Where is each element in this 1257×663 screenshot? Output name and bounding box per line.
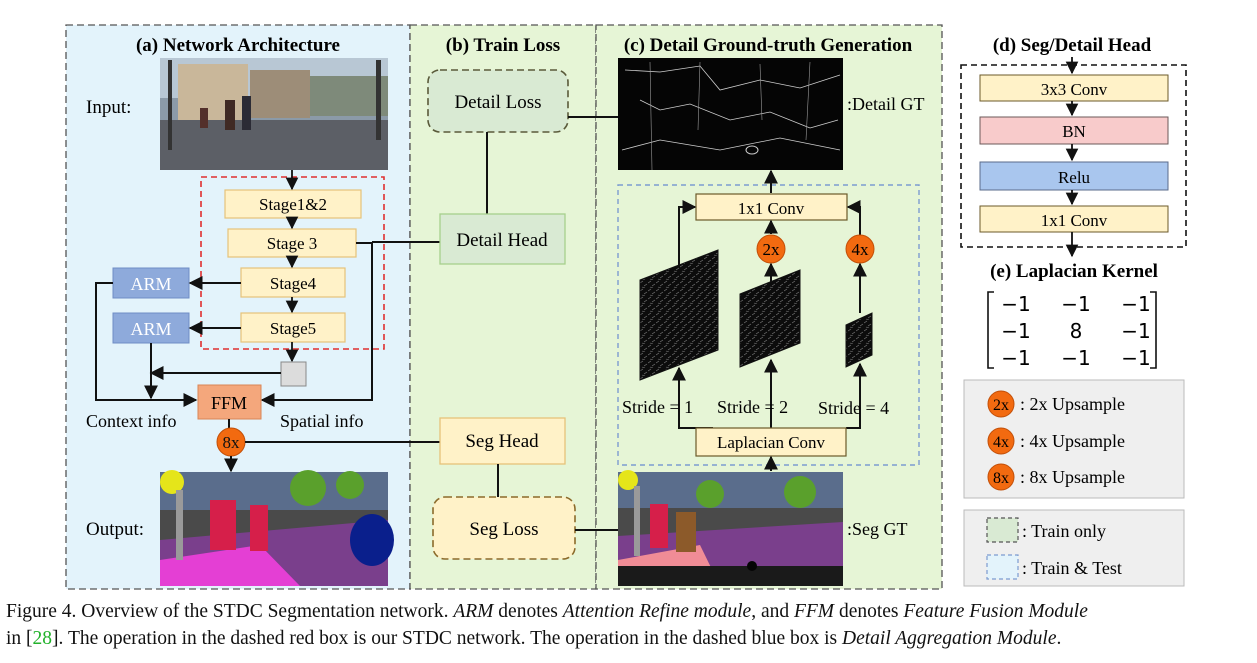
caption-line-2: in [28]. The operation in the dashed red… (6, 628, 1062, 649)
feature-map-stride-4 (845, 312, 873, 368)
upsample-4x-label: 4x (852, 240, 870, 259)
arm-label-1: ARM (130, 274, 171, 294)
seg-gt-label: :Seg GT (847, 519, 908, 539)
kernel-cell: 8 (1070, 319, 1083, 343)
detail-head-label: Detail Head (456, 230, 548, 251)
output-segmentation-image (160, 470, 394, 586)
detail-loss-label: Detail Loss (454, 92, 541, 113)
upsample-8x-label: 8x (223, 433, 241, 452)
head-conv3x3-label: 3x3 Conv (1041, 80, 1108, 99)
panel-e-title: (e) Laplacian Kernel (990, 261, 1158, 282)
legend-2x-badge (987, 390, 1015, 418)
head-conv1x1-box (979, 205, 1169, 233)
train-test-text: : Train & Test (1022, 558, 1122, 578)
kernel-cell: −1 (1001, 292, 1030, 316)
stage-5-label: Stage5 (270, 319, 316, 338)
stage-4-box (240, 267, 346, 298)
stage-4-label: Stage4 (270, 274, 317, 293)
kernel-cell: −1 (1001, 319, 1030, 343)
seg-head-label: Seg Head (465, 431, 539, 452)
laplacian-conv-label: Laplacian Conv (717, 433, 826, 452)
citation-link[interactable]: 28 (32, 628, 53, 649)
kernel-cell: −1 (1121, 346, 1150, 370)
legend-4x-badge-label: 4x (993, 434, 1009, 451)
input-label: Input: (86, 97, 131, 118)
caption-line-1: Figure 4. Overview of the STDC Segmentat… (6, 601, 1088, 622)
stage-3-label: Stage 3 (267, 234, 318, 253)
figure-caption: Figure 4. Overview of the STDC Segmentat… (6, 598, 1256, 652)
seg-loss-box (432, 496, 576, 560)
feature-map-stride-1 (639, 249, 719, 381)
seg-gt-image (618, 470, 843, 586)
arm-label-2: ARM (130, 319, 171, 339)
ffm-box (197, 384, 262, 420)
train-only-swatch (986, 517, 1019, 543)
head-bn-box (979, 116, 1169, 145)
laplacian-kernel-matrix: −1 −1 −1 −1 8 −1 −1 −1 −1 (987, 291, 1157, 370)
kernel-cell: −1 (1061, 346, 1090, 370)
output-label: Output: (86, 519, 144, 540)
kernel-cell: −1 (1121, 292, 1150, 316)
kernel-cell: −1 (1061, 292, 1090, 316)
seg-head-box (439, 417, 566, 465)
seg-loss-label: Seg Loss (469, 519, 538, 540)
detail-head-box (439, 213, 566, 265)
legend-2x-text: : 2x Upsample (1020, 394, 1125, 414)
stride-1-label: Stride = 1 (622, 397, 693, 417)
legend-4x-badge (987, 427, 1015, 455)
conv1x1-label: 1x1 Conv (738, 199, 805, 218)
head-relu-label: Relu (1058, 168, 1091, 187)
feature-map-stride-2 (739, 269, 801, 368)
context-info-label: Context info (86, 411, 177, 431)
detail-gt-image (618, 58, 843, 171)
global-pool-box (280, 361, 307, 387)
ffm-label: FFM (211, 393, 247, 413)
spatial-info-label: Spatial info (280, 411, 364, 431)
stage-1-2-label: Stage1&2 (259, 195, 327, 214)
kernel-cell: −1 (1121, 319, 1150, 343)
panel-d-title: (d) Seg/Detail Head (993, 35, 1152, 56)
stride-2-label: Stride = 2 (717, 397, 788, 417)
head-conv1x1-label: 1x1 Conv (1041, 211, 1108, 230)
legend-4x-text: : 4x Upsample (1020, 431, 1125, 451)
stage-5-box (240, 312, 346, 343)
upsample-2x-label: 2x (763, 240, 781, 259)
input-image (160, 58, 388, 170)
legend-2x-badge-label: 2x (993, 397, 1009, 414)
stride-4-label: Stride = 4 (818, 398, 889, 418)
head-relu-box (979, 161, 1169, 191)
laplacian-conv-box (695, 427, 847, 457)
stdc-diagram: (a) Network Architecture (b) Train Loss … (65, 24, 1187, 590)
train-only-text: : Train only (1022, 521, 1106, 541)
panel-c-title: (c) Detail Ground-truth Generation (624, 35, 913, 56)
legend-8x-badge-label: 8x (993, 470, 1009, 487)
kernel-cell: −1 (1001, 346, 1030, 370)
legend-8x-badge (987, 463, 1015, 491)
head-conv3x3-box (979, 74, 1169, 102)
head-bn-label: BN (1062, 122, 1086, 141)
stage-3-box (227, 228, 357, 258)
panel-b-title: (b) Train Loss (446, 35, 560, 56)
detail-loss-box (427, 69, 569, 133)
legend-8x-text: : 8x Upsample (1020, 467, 1125, 487)
panel-a-title: (a) Network Architecture (136, 35, 340, 56)
train-test-swatch (986, 554, 1019, 580)
stage-1-2-box (224, 189, 362, 219)
detail-gt-label: :Detail GT (847, 94, 924, 114)
